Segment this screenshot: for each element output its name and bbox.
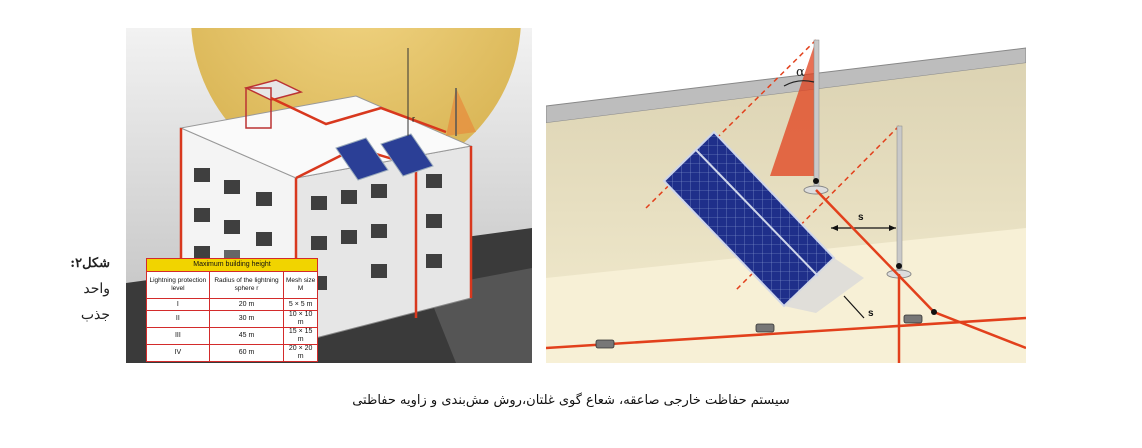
table-row: IV 60 m 20 × 20 m [146,344,318,362]
table-cell: 30 m [208,310,285,328]
table-cell: IV [146,344,210,362]
figure-caption: سیستم حفاظت خارجی صاعقه، شعاع گوی غلتان،… [352,393,790,408]
table-row: I 20 m 5 × 5 m [146,298,318,311]
figure-subtitle-line-2: جذب [80,307,110,323]
spacing-label-bottom: s [868,308,874,319]
figure-number: شکل۲: [70,256,110,271]
table-row: II 30 m 10 × 10 m [146,310,318,328]
table-cell: II [146,310,210,328]
protection-cone [770,40,816,176]
protective-angle-illustration: α s s [546,28,1026,363]
column-header: Lightning protection level [146,271,210,299]
column-header: Mesh size M [283,271,318,299]
table-cell: 5 × 5 m [283,298,318,311]
lightning-protection-table: Maximum building height Lightning protec… [146,258,318,362]
air-terminal-rod [813,39,820,191]
figure-subtitle-line-1: واحد [83,281,110,297]
table-cell: I [146,298,210,311]
table-cell: III [146,327,210,345]
radius-label: r [412,114,415,124]
table-cell: 15 × 15 m [283,327,318,345]
table-cell: 20 m [208,298,285,311]
table-cell: 45 m [208,327,285,345]
rolling-sphere-building-illustration: r [126,28,532,363]
table-row: III 45 m 15 × 15 m [146,327,318,345]
solar-roof-scene: α s s [546,28,1026,363]
spacing-label-top: s [858,212,864,223]
column-header: Radius of the lightning sphere r [208,271,285,299]
table-cell: 20 × 20 m [283,344,318,362]
table-header: Maximum building height [146,258,318,272]
figure-label: شکل۲: واحد جذب [40,256,110,323]
building-scene: r [126,28,532,363]
table-cell: 60 m [208,344,285,362]
alpha-label: α [796,65,805,80]
down-conductors [179,96,473,343]
roof-solar-panels [335,133,434,181]
air-terminal-rod [896,125,903,275]
table-cell: 10 × 10 m [283,310,318,328]
